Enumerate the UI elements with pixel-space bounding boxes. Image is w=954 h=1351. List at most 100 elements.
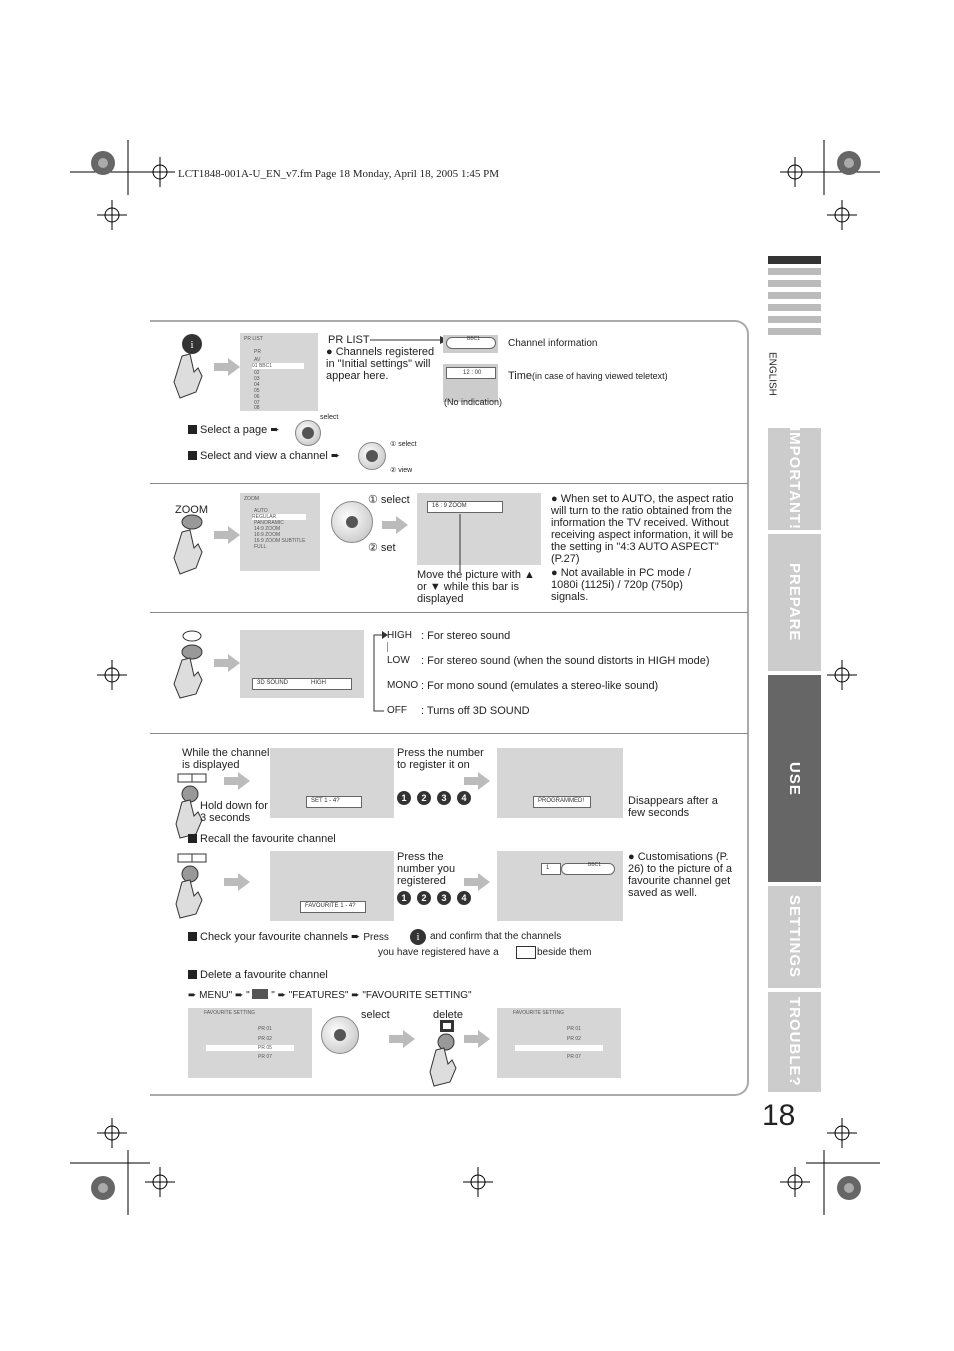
sound-level-mono: MONO (387, 680, 419, 691)
tab-prepare[interactable]: PREPARE (768, 534, 821, 671)
time-label: Time(in case of having viewed teletext) (508, 370, 668, 382)
set-favourite-screen: SET 1 - 4? (270, 748, 394, 818)
zoom-note-auto: ● When set to AUTO, the aspect ratio wil… (551, 493, 734, 565)
dial-icon[interactable] (358, 442, 386, 470)
dial-select-label: ① select (368, 494, 410, 506)
sound-level-off: OFF (387, 705, 407, 716)
select-view-label: Select and view a channel ➨ (188, 450, 340, 462)
arrow-right-icon (224, 873, 250, 891)
tab-use[interactable]: USE (768, 675, 821, 882)
svg-text:i: i (190, 339, 193, 351)
dial-select-label: ① select (390, 441, 417, 448)
check-line2a: you have registered have a (378, 947, 499, 958)
zoom-screen: 16 : 9 ZOOM (417, 493, 541, 565)
hand-favourite-icon (175, 773, 207, 839)
number-1-icon[interactable]: 1 (397, 891, 411, 905)
dial-set-label: ② set (368, 542, 396, 554)
pr-list-note: ● Channels registered in "Initial settin… (326, 346, 435, 382)
hand-3d-sound-icon (173, 630, 203, 699)
sound-level-bracket (373, 631, 388, 712)
time-screen: 12 : 00 (443, 364, 498, 402)
pr-list-screen: PR LIST PR AV 01 BBC1 02 03 04 05 06 07 … (240, 333, 318, 411)
select-small-label: select (320, 414, 339, 421)
tab-trouble[interactable]: TROUBLE? (768, 992, 821, 1092)
press-number-register-label: Press the number to register it on (397, 747, 484, 771)
menu-path: ➨ MENU" ➨ " " ➨ "FEATURES" ➨ "FAVOURITE … (188, 989, 472, 1001)
select-page-label: Select a page ➨ (188, 424, 280, 436)
number-3-icon[interactable]: 3 (437, 791, 451, 805)
recall-title: Recall the favourite channel (188, 833, 336, 845)
zoom-note-pc: ● Not available in PC mode / 1080i (1125… (551, 567, 691, 603)
number-2-icon[interactable]: 2 (417, 791, 431, 805)
arrow-right-icon (214, 526, 240, 544)
divider (150, 483, 748, 484)
sound-level-low: LOW (387, 655, 410, 666)
dial-view-label: ② view (390, 467, 413, 474)
disappears-label: Disappears after a few seconds (628, 795, 718, 819)
hand-press-icon (173, 514, 203, 575)
info-button-icon[interactable]: i (410, 929, 426, 945)
zoom-button-label: ZOOM (175, 504, 208, 516)
channel-info-osd: BBC1 (443, 335, 498, 353)
delete-title: Delete a favourite channel (188, 969, 328, 981)
programmed-screen: PROGRAMMED! (497, 748, 623, 818)
sound-level-low-desc: : For stereo sound (when the sound disto… (421, 655, 710, 667)
file-header: LCT1848-001A-U_EN_v7.fm Page 18 Monday, … (178, 168, 500, 180)
connector-line (459, 514, 461, 572)
number-1-icon[interactable]: 1 (397, 791, 411, 805)
number-4-icon[interactable]: 4 (457, 791, 471, 805)
connector-lines (370, 336, 448, 344)
sound-level-high-desc: : For stereo sound (421, 630, 511, 642)
hand-favourite-icon (175, 853, 207, 919)
divider (150, 612, 748, 613)
arrow-right-icon (464, 873, 490, 891)
while-displayed-label: While the channel is displayed (182, 747, 270, 771)
number-3-icon[interactable]: 3 (437, 891, 451, 905)
check-rest: and confirm that the channels (430, 931, 562, 942)
hold-down-label: Hold down for 3 seconds (200, 800, 268, 824)
press-number-registered-label: Press the number you registered (397, 851, 456, 887)
arrow-right-icon (389, 1030, 415, 1048)
arrow-right-icon (464, 1030, 490, 1048)
customisations-note: ● Customisations (P. 26) to the picture … (628, 851, 732, 899)
hand-info-button-icon: i (173, 334, 203, 399)
tab-stripes (768, 268, 821, 338)
zoom-move-note: Move the picture with ▲ or ▼ while this … (417, 569, 535, 605)
number-2-icon[interactable]: 2 (417, 891, 431, 905)
channel-info-label: Channel information (508, 338, 598, 349)
recall-favourite-screen: FAVOURITE 1 - 4? (270, 851, 394, 921)
sound-level-mono-desc: : For mono sound (emulates a stereo-like… (421, 680, 659, 692)
divider (150, 733, 748, 734)
hand-delete-icon (429, 1020, 457, 1087)
arrow-right-icon (214, 654, 240, 672)
dial-icon[interactable] (295, 420, 321, 446)
sound-level-high: HIGH (387, 630, 412, 641)
tab-bar-dark (768, 256, 821, 264)
delete-label: delete (433, 1009, 463, 1021)
arrow-right-icon (464, 772, 490, 790)
sound-level-off-desc: : Turns off 3D SOUND (421, 705, 530, 717)
dial-icon[interactable] (321, 1016, 359, 1054)
page-number: 18 (762, 1099, 796, 1132)
dial-icon[interactable] (331, 501, 373, 543)
pr-list-label: PR LIST (328, 334, 370, 346)
number-4-icon[interactable]: 4 (457, 891, 471, 905)
recalled-channel-screen: 1 BBC1 (497, 851, 623, 921)
favourite-setting-after-screen: FAVOURITE SETTING PR 01 PR 02 PR 07 (497, 1008, 621, 1078)
no-indication-label: (No indication) (444, 397, 503, 407)
dial-select-label: select (361, 1009, 390, 1021)
check-title: Check your favourite channels ➨ Press (188, 931, 389, 944)
arrow-right-icon (224, 772, 250, 790)
tab-settings[interactable]: SETTINGS (768, 886, 821, 988)
tab-important[interactable]: IMPORTANT! (768, 427, 821, 531)
content-frame (150, 320, 749, 1096)
arrow-right-icon (214, 358, 240, 376)
language-label: ENGLISH (766, 352, 778, 396)
favourite-book-icon (516, 946, 536, 959)
favourite-setting-screen: FAVOURITE SETTING PR 01 PR 02 PR 05 PR 0… (188, 1008, 312, 1078)
features-menu-icon (252, 989, 269, 999)
zoom-menu-screen: ZOOM AUTO REGULAR PANORAMIC 14:9 ZOOM 16… (240, 493, 320, 571)
arrow-right-icon (382, 516, 408, 534)
